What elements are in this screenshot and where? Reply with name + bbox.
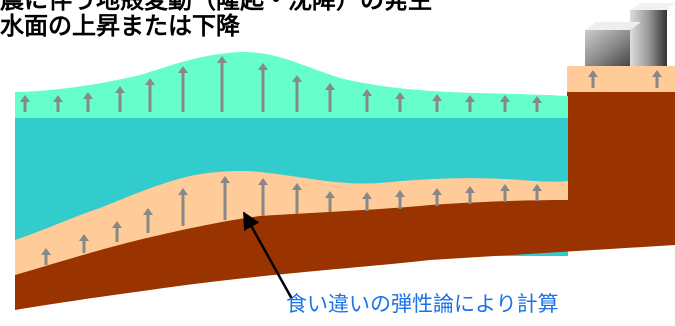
- diagram-title-line-1: 震に伴う地殻変動（隆起・沈降）の発生: [0, 0, 432, 14]
- up-arrow-icon: [465, 95, 475, 112]
- up-arrow-icon: [178, 66, 188, 112]
- up-arrow-icon: [432, 188, 442, 206]
- up-arrow-icon: [395, 92, 405, 112]
- up-arrow-icon: [362, 89, 372, 112]
- up-arrow-icon: [217, 56, 227, 112]
- up-arrow-icon: [465, 186, 475, 204]
- up-arrow-icon: [500, 184, 510, 202]
- up-arrow-icon: [258, 63, 268, 112]
- up-arrow-icon: [79, 234, 89, 253]
- crust: [15, 200, 675, 310]
- sea-surface-arrows: [20, 56, 542, 112]
- land-sediment: [567, 66, 675, 92]
- up-arrow-icon: [325, 191, 335, 212]
- up-arrow-icon: [652, 70, 662, 88]
- up-arrow-icon: [500, 95, 510, 112]
- up-arrow-icon: [145, 78, 155, 112]
- up-arrow-icon: [325, 83, 335, 112]
- up-arrow-icon: [41, 248, 51, 265]
- up-arrow-icon: [112, 221, 122, 242]
- up-arrow-icon: [432, 94, 442, 112]
- up-arrow-icon: [20, 95, 30, 112]
- up-arrow-icon: [588, 70, 598, 88]
- land-crust: [567, 90, 675, 200]
- up-arrow-icon: [53, 95, 63, 112]
- land-arrows: [588, 70, 662, 88]
- up-arrow-icon: [115, 86, 125, 112]
- up-arrow-icon: [143, 208, 153, 233]
- up-arrow-icon: [292, 183, 302, 214]
- annotation-pointer: [242, 211, 294, 300]
- up-arrow-icon: [258, 178, 268, 216]
- seafloor-arrows: [41, 176, 542, 265]
- up-arrow-icon: [178, 188, 188, 226]
- up-arrow-icon: [532, 184, 542, 201]
- up-arrow-icon: [532, 96, 542, 112]
- annotation-label: 食い違いの弾性論により計算: [286, 292, 559, 316]
- up-arrow-icon: [362, 192, 372, 211]
- building-icon: [585, 3, 675, 66]
- up-arrow-icon: [292, 75, 302, 112]
- sea-surface-uplift: [15, 51, 568, 119]
- up-arrow-icon: [395, 190, 405, 209]
- up-arrow-icon: [220, 176, 230, 220]
- diagram-title-line-2: 水面の上昇または下降: [0, 12, 240, 40]
- up-arrow-icon: [83, 92, 93, 112]
